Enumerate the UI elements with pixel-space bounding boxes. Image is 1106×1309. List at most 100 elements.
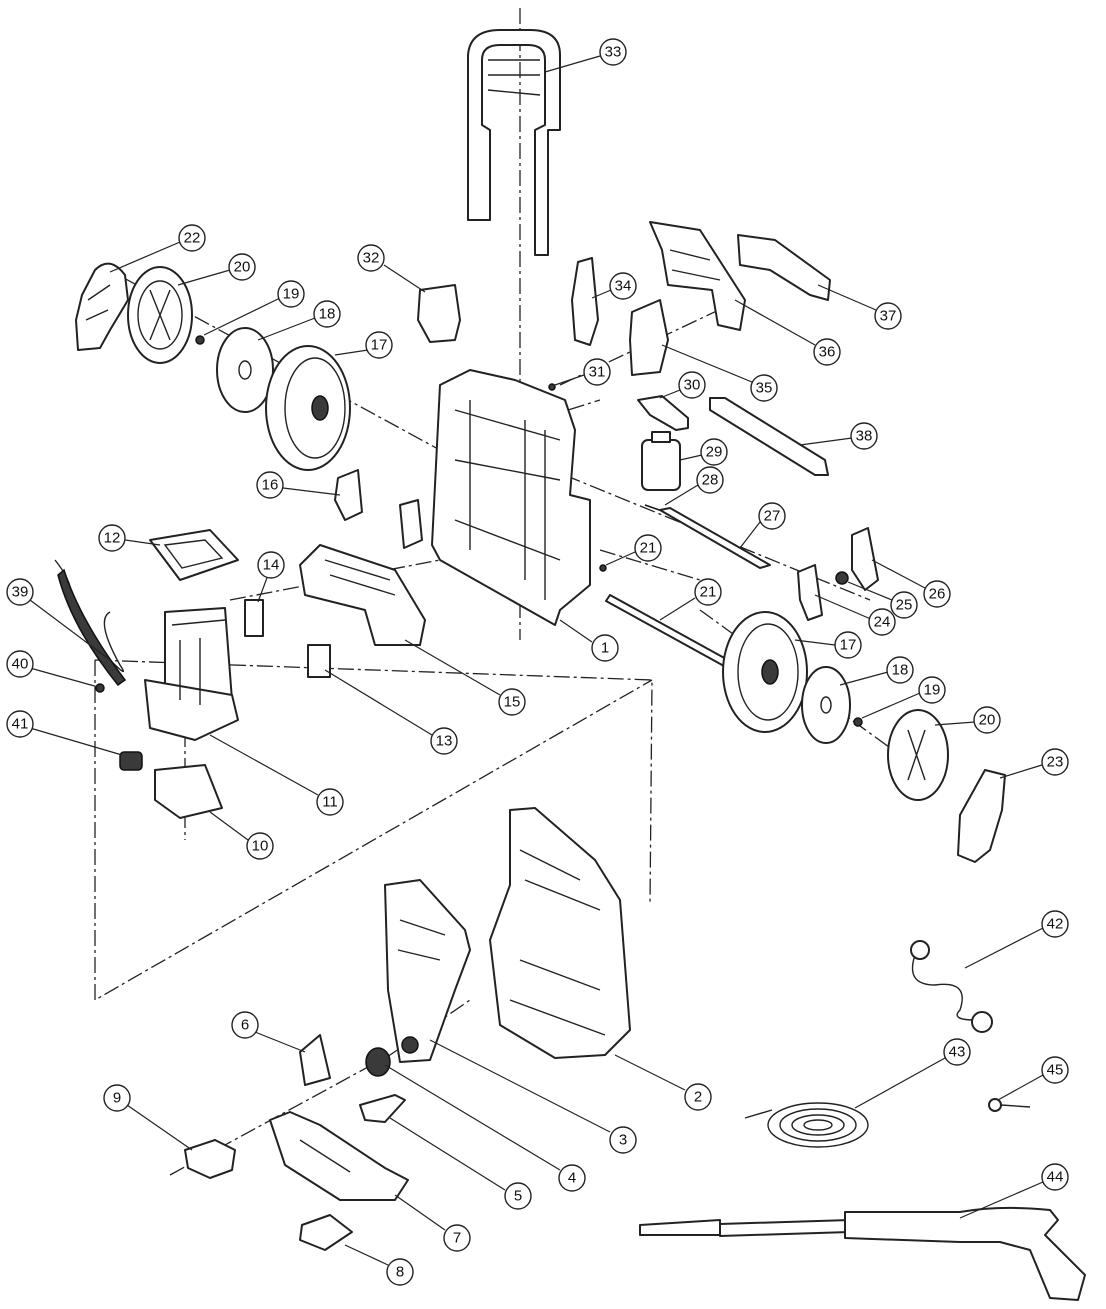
callout-14: 14: [257, 551, 285, 603]
callout-label: 19: [924, 682, 941, 699]
part-2-main-housing: [489, 807, 631, 1059]
callout-label: 40: [12, 656, 29, 673]
callout-label: 31: [589, 364, 606, 381]
part-17-right-wheel: [722, 611, 808, 733]
callout-label: 20: [979, 712, 996, 729]
callout-label: 26: [929, 586, 946, 603]
part-8-filter: [299, 1214, 353, 1251]
callout-label: 44: [1047, 1169, 1064, 1186]
callout-25: 25: [847, 581, 918, 619]
callout-4: 4: [384, 1064, 586, 1192]
part-23-right-cover: [957, 769, 1006, 863]
callout-label: 20: [234, 259, 251, 276]
callout-7: 7: [394, 1194, 471, 1252]
callout-label: 13: [436, 733, 453, 750]
callout-label: 37: [880, 308, 897, 325]
callout-label: 18: [892, 662, 909, 679]
callout-24: 24: [814, 594, 896, 636]
part-5-foot: [359, 1094, 406, 1123]
part-31-screw: [548, 383, 556, 391]
part-13-bracket: [307, 644, 331, 678]
callout-label: 19: [283, 286, 300, 303]
callout-11: 11: [209, 734, 344, 816]
callout-label: 29: [706, 444, 723, 461]
callout-label: 42: [1047, 916, 1064, 933]
part-29-detergent-bottle: [641, 431, 681, 491]
part-16-switch: [334, 469, 363, 521]
part-42-hose-adapter: [910, 940, 993, 1033]
part-1-main-frame: [431, 369, 591, 626]
callout-1: 1: [559, 619, 619, 662]
callout-label: 15: [504, 694, 521, 711]
part-14-plate: [244, 599, 264, 637]
callout-27: 27: [739, 502, 786, 549]
part-39-power-cord: [54, 559, 127, 687]
callout-17-left: 17: [334, 331, 393, 359]
part-18-left-washer: [216, 327, 274, 413]
callout-10: 10: [209, 811, 274, 860]
callout-9: 9: [103, 1084, 193, 1151]
callout-29: 29: [679, 438, 728, 466]
callout-26: 26: [871, 559, 951, 608]
callout-label: 8: [396, 1264, 404, 1281]
part-10-pump-base: [154, 764, 223, 819]
part-41-inlet-fitting: [119, 751, 143, 771]
part-9-cap: [184, 1139, 236, 1179]
part-7-base-tray: [269, 1111, 409, 1201]
callout-22: 22: [109, 224, 206, 273]
callout-3: 3: [429, 1039, 637, 1154]
callout-33: 33: [544, 38, 627, 73]
callout-2: 2: [614, 1054, 712, 1111]
callout-21-lower: 21: [659, 578, 722, 621]
part-32-clip: [417, 284, 461, 343]
callout-18-left: 18: [257, 300, 341, 341]
callout-label: 12: [104, 530, 121, 547]
callout-label: 35: [756, 380, 773, 397]
callout-41: 41: [6, 710, 123, 756]
callout-label: 1: [601, 640, 609, 657]
part-17-left-wheel: [265, 345, 351, 471]
callout-label: 10: [252, 838, 269, 855]
part-30-connector: [637, 395, 689, 431]
part-20-right-hubcap: [887, 709, 949, 801]
callout-5: 5: [389, 1117, 532, 1210]
callout-label: 2: [694, 1089, 702, 1106]
part-45-nozzle-tool: [988, 1098, 1031, 1112]
part-4-knob: [365, 1047, 391, 1077]
callout-19-right: 19: [861, 676, 946, 719]
callout-18-right: 18: [839, 656, 914, 686]
part-40-plug: [95, 683, 105, 693]
callout-13: 13: [324, 669, 458, 755]
callout-label: 30: [684, 377, 701, 394]
part-22-left-cover: [75, 262, 129, 351]
callout-label: 24: [874, 614, 891, 631]
callout-45: 45: [997, 1056, 1069, 1101]
part-12-gasket-plate: [149, 529, 239, 581]
callout-20-right: 20: [934, 706, 1001, 734]
callout-38: 38: [799, 422, 878, 450]
part-38-rail: [709, 397, 829, 476]
callout-21-upper: 21: [605, 534, 662, 566]
callout-label: 25: [896, 597, 913, 614]
callout-36: 36: [734, 299, 841, 366]
callout-label: 36: [819, 344, 836, 361]
part-43-coiled-hose: [744, 1102, 869, 1148]
callout-label: 7: [453, 1230, 461, 1247]
callout-label: 41: [12, 716, 29, 733]
part-3-front-cover: [384, 879, 471, 1063]
callout-32: 32: [357, 244, 426, 293]
callout-label: 3: [619, 1132, 627, 1149]
callout-label: 17: [840, 637, 857, 654]
callout-12: 12: [98, 524, 161, 552]
callout-28: 28: [664, 466, 724, 506]
part-35-holder: [629, 299, 669, 376]
callout-label: 22: [184, 230, 201, 247]
part-36-rear-panel: [649, 221, 746, 331]
callout-17-right: 17: [794, 631, 862, 659]
callout-label: 27: [764, 508, 781, 525]
callout-label: 34: [615, 278, 632, 295]
callout-label: 6: [241, 1017, 249, 1034]
part-11-motor-pump: [144, 607, 239, 741]
callout-39: 39: [6, 578, 111, 661]
